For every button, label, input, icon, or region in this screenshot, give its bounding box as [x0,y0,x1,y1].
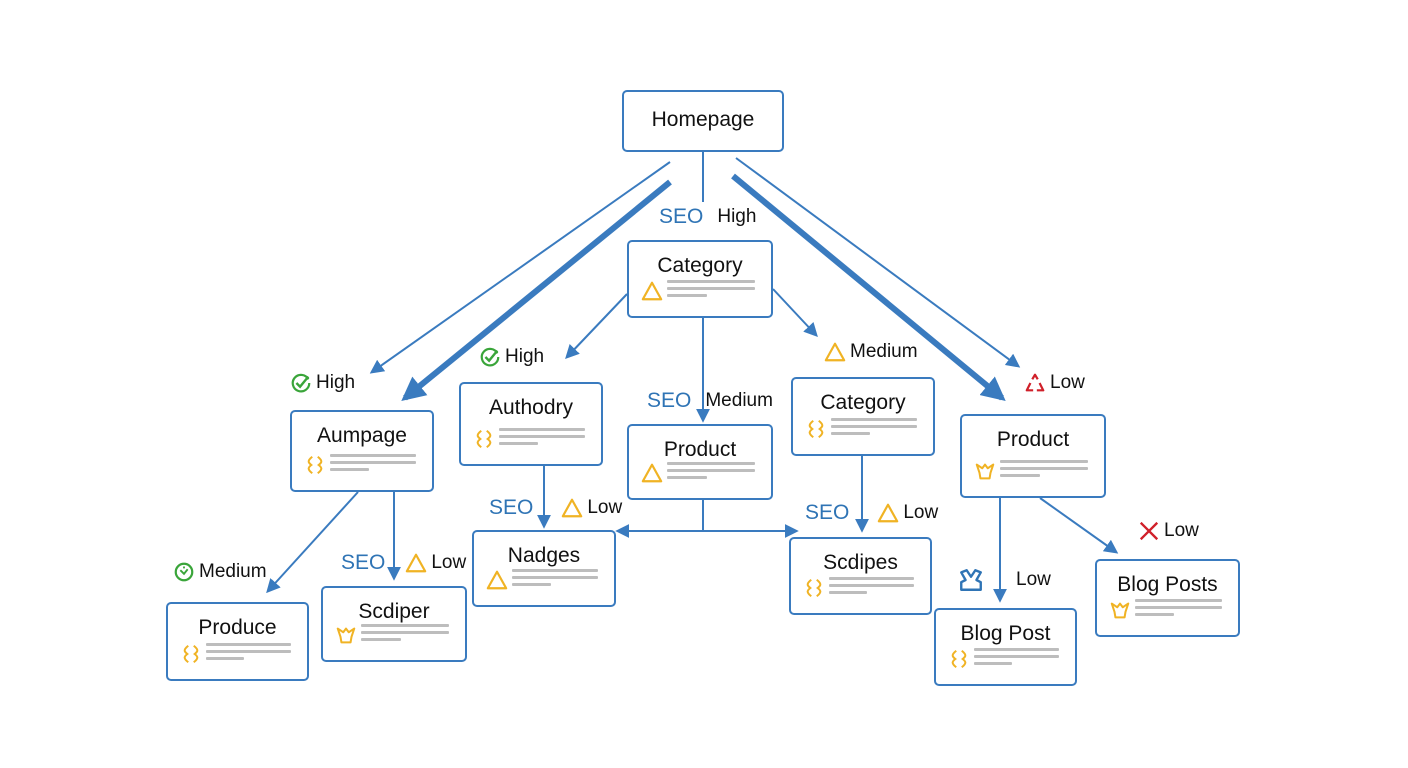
node-blog-posts[interactable]: Blog Posts [1095,559,1240,637]
node-title: Aumpage [317,424,407,447]
priority-text: Low [1164,520,1199,541]
warning-triangle-icon [824,342,846,362]
refresh-badge-icon [174,562,194,582]
seo-tag: SEO [489,496,534,519]
bracket-glyph-icon [808,419,824,439]
seo-tag: SEO [341,551,386,574]
seo-tag: SEO [647,389,692,412]
priority-text: Low [587,497,623,518]
bracket-glyph-icon [476,429,492,449]
label-authority-nadges: SEO Low [489,496,622,520]
node-title: Blog Posts [1117,573,1218,596]
bracket-glyph-icon [183,644,199,664]
node-title: Product [996,428,1070,451]
priority-text: Low [1016,569,1051,590]
node-aumpage[interactable]: Aumpage [290,410,434,492]
priority-text: Low [1050,372,1085,393]
edge-homepage-aumpage-thin [369,161,671,374]
label-category-scdipes: SEO Low [805,501,938,525]
node-product-right[interactable]: Product [960,414,1106,498]
text-placeholder-lines [206,643,291,663]
text-placeholder-lines [512,569,598,589]
text-placeholder-lines [1135,599,1222,619]
node-title: Produce [198,616,277,639]
node-produce[interactable]: Produce [166,602,309,681]
warning-triangle-icon [641,281,663,301]
node-scdiper[interactable]: Scdiper [321,586,467,662]
edge-homepage-aumpage-thick [401,179,672,402]
text-placeholder-lines [330,454,416,474]
text-placeholder-lines [667,462,755,482]
priority-text: Low [431,552,467,573]
label-homepage-aumpage: High [290,372,355,394]
priority-text: Medium [199,561,267,582]
node-category-center[interactable]: Category [627,240,773,318]
priority-text: High [505,346,545,367]
label-aumpage-produce: Medium [173,561,267,583]
edge-product-blogposts [1039,497,1119,554]
node-title: Blog Post [960,622,1051,645]
node-title: Category [657,254,743,277]
inbox-glyph-icon [960,569,982,591]
crown-glyph-icon [1110,602,1130,619]
node-title: Homepage [651,108,755,131]
warning-triangle-icon [486,570,508,590]
node-title: Authodry [488,396,574,419]
warning-triangle-icon [406,553,427,573]
node-nadges[interactable]: Nadges [472,530,616,607]
text-placeholder-lines [667,280,755,300]
warning-triangle-icon [562,498,583,518]
node-product-center[interactable]: Product [627,424,773,500]
priority-text: Medium [705,390,773,411]
text-placeholder-lines [829,577,914,597]
cross-icon [1139,521,1159,541]
text-placeholder-lines [974,648,1059,668]
check-icon [291,373,311,393]
node-homepage[interactable]: Homepage [622,90,784,152]
edge-category-category [772,288,818,338]
label-aumpage-scdiper: SEO Low [341,551,466,575]
label-homepage-product: Low [1024,372,1085,394]
label-category-product: SEO Medium [647,389,773,413]
priority-text: Medium [850,341,918,362]
priority-text: High [717,206,757,227]
warning-triangle-icon [641,463,663,483]
warning-triangle-icon [878,503,899,523]
edge-category-authority [565,293,628,360]
text-placeholder-lines [361,624,449,644]
node-title: Product [663,438,737,461]
label-product-blogposts: Low [1138,520,1199,542]
bracket-glyph-icon [806,578,822,598]
priority-text: High [316,372,356,393]
node-category-right[interactable]: Category [791,377,935,456]
node-authority[interactable]: Authodry [459,382,603,466]
edge-homepage-product-thick [731,173,1006,402]
node-title: Nadges [507,544,581,567]
node-title: Category [820,391,906,414]
node-title: Scdiper [358,600,430,623]
node-blog-post[interactable]: Blog Post [934,608,1077,686]
bracket-glyph-icon [307,455,323,475]
crown-glyph-icon [975,463,995,480]
crown-glyph-icon [336,627,356,644]
priority-text: Low [903,502,939,523]
node-scdipes[interactable]: Scdipes [789,537,932,615]
check-icon [480,347,500,367]
text-placeholder-lines [1000,460,1088,480]
label-category-authority: High [479,346,544,368]
label-product-blogpost: Low [958,567,1051,593]
edge-aumpage-produce [266,491,359,594]
edge-homepage-product-thin [735,157,1021,368]
node-title: Scdipes [823,551,898,574]
label-homepage-category: SEO High [659,205,756,229]
recycle-triangle-icon [1025,373,1045,392]
seo-tag: SEO [659,205,704,228]
bracket-glyph-icon [951,649,967,669]
label-category-category: Medium [824,341,918,363]
text-placeholder-lines [831,418,917,438]
seo-tag: SEO [805,501,850,524]
text-placeholder-lines [499,428,585,448]
